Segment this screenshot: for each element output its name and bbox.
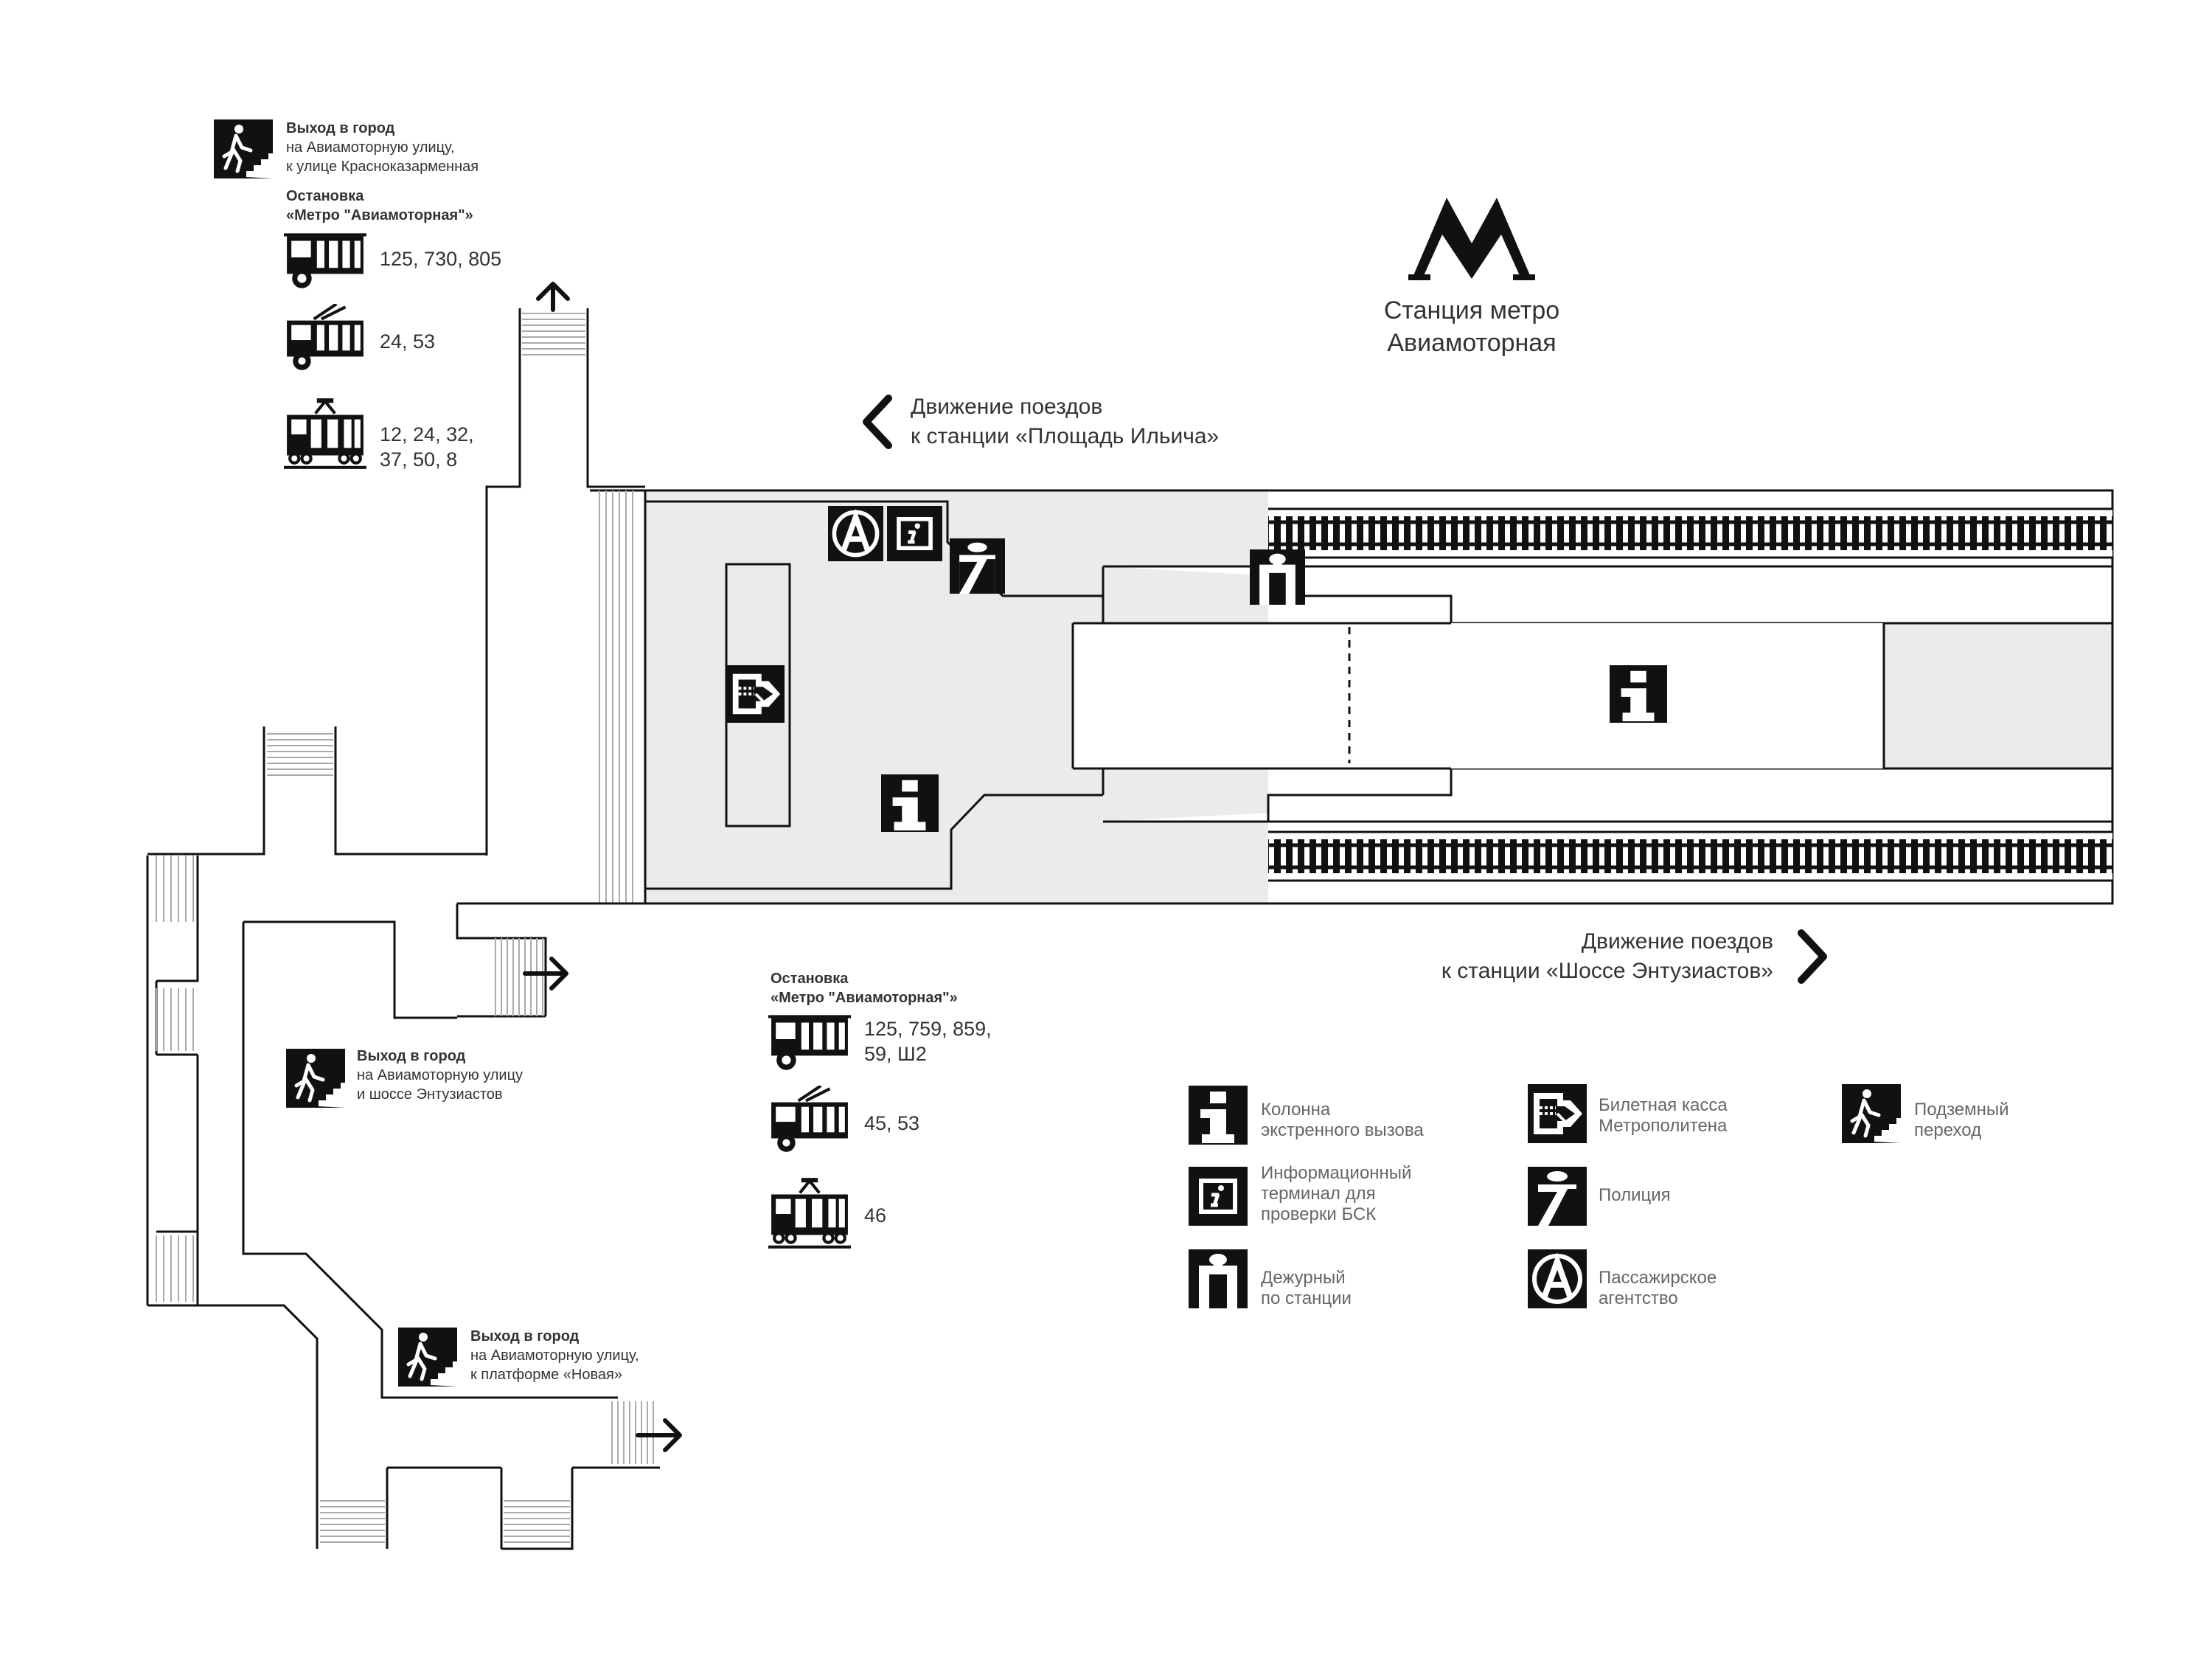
police-icon [1528,1167,1587,1226]
info-terminal-icon [1189,1167,1248,1226]
exit-title: Выход в город [286,120,395,136]
exit-south-info: Выход в город на Авиамоторную улицу, к п… [470,1328,639,1383]
legend-police-line1: Полиция [1599,1185,1671,1205]
passenger-agency-icon [828,506,883,561]
underpass-icon [1842,1084,1901,1143]
exit-arrows [523,282,682,1452]
station-name-line1: Станция метро [1384,296,1559,325]
track-upper [1268,507,2112,568]
trolleybus-routes: 24, 53 [380,330,435,353]
vestibule-hall [645,490,1268,903]
tram-routes: 37, 50, 8 [380,448,457,471]
trolleybus-routes: 45, 53 [864,1112,919,1134]
stop-title: Остановка [286,188,364,204]
exit-icon [214,119,273,178]
exit-line: к улице Красноказарменная [286,159,479,175]
direction-east-line1: Движение поездов [1582,929,1773,954]
trolleybus-icon [287,304,364,370]
info-terminal-icon [887,506,942,561]
legend-terminal-line3: проверки БСК [1261,1204,1376,1224]
tram-icon [768,1178,851,1249]
corridors [146,308,660,1550]
station-name-line2: Авиамоторная [1387,329,1556,357]
legend-agency-line1: Пассажирское [1599,1268,1717,1288]
legend-emergency-line1: Колонна [1261,1100,1331,1120]
direction-east-line2: к станции «Шоссе Энтузиастов» [1441,959,1773,983]
legend-underpass-line2: переход [1914,1120,1981,1140]
stop-name: «Метро "Авиамоторная"» [771,990,958,1006]
legend: Колонна экстренного вызова Информационны… [1189,1084,2009,1308]
legend-agency-line2: агентство [1599,1288,1678,1308]
emergency-call-icon [881,774,939,832]
arrow-right-icon [636,1418,682,1452]
tram-routes: 46 [864,1204,886,1226]
tram-icon [284,398,366,469]
legend-emergency-line2: экстренного вызова [1261,1120,1424,1140]
legend-terminal-line1: Информационный [1261,1163,1411,1183]
passenger-agency-icon [1528,1249,1587,1308]
bus-routes: 125, 759, 859, [864,1018,992,1040]
exit-line: на Авиамоторную улицу, [286,139,455,156]
legend-ticket-line1: Билетная касса [1599,1095,1728,1115]
exit-icon [286,1049,345,1108]
train-directions: Движение поездов к станции «Площадь Ильи… [911,395,1773,983]
tram-routes: 12, 24, 32, [380,423,474,445]
exit-line: на Авиамоторную улицу [357,1067,523,1083]
direction-west-line1: Движение поездов [911,395,1102,419]
direction-west-line2: к станции «Площадь Ильича» [911,424,1219,448]
emergency-call-icon [1610,665,1667,723]
station-structure [590,489,2114,905]
exit-line: на Авиамоторную улицу, [470,1347,639,1364]
metro-logo-icon [1412,198,1537,279]
exit-line: и шоссе Энтузиастов [357,1086,503,1103]
bus-icon [768,1015,851,1070]
chevron-right-icon [1798,929,1827,984]
ticket-office-icon [727,665,785,723]
exit-title: Выход в город [470,1328,580,1344]
exit-southwest-info: Выход в город на Авиамоторную улицу и шо… [357,1048,523,1103]
exit-title: Выход в город [357,1048,466,1064]
bus-icon [284,233,366,288]
exit-icon [398,1328,457,1387]
stop-title: Остановка [771,971,849,987]
stop-name: «Метро "Авиамоторная"» [286,207,473,223]
exit-north-info: Выход в город на Авиамоторную улицу, к у… [286,120,501,471]
direction-chevrons [863,395,1827,984]
legend-underpass-line1: Подземный [1914,1100,2009,1120]
arrow-up-icon [536,282,570,312]
legend-terminal-line2: терминал для [1261,1184,1376,1204]
police-icon [950,538,1005,594]
chevron-left-icon [863,395,892,449]
stop-south-info: Остановка «Метро "Авиамоторная"» 125, 75… [771,971,992,1226]
trolleybus-icon [771,1086,848,1152]
station-attendant-icon [1250,549,1305,605]
exit-line: к платформе «Новая» [470,1367,622,1383]
arrow-right-icon [523,957,568,990]
legend-attendant-line2: по станции [1261,1288,1352,1308]
track-lower [1268,820,2112,882]
legend-ticket-line2: Метрополитена [1599,1116,1728,1136]
bus-routes: 59, Ш2 [864,1043,927,1065]
metro-logo: Станция метро Авиамоторная [1384,198,1559,357]
platform-end-room [1882,622,2114,770]
legend-attendant-line1: Дежурный [1261,1268,1346,1288]
emergency-call-icon [1189,1086,1248,1145]
ticket-office-icon [1528,1084,1587,1143]
bus-routes: 125, 730, 805 [380,248,501,270]
station-attendant-icon [1189,1249,1248,1308]
